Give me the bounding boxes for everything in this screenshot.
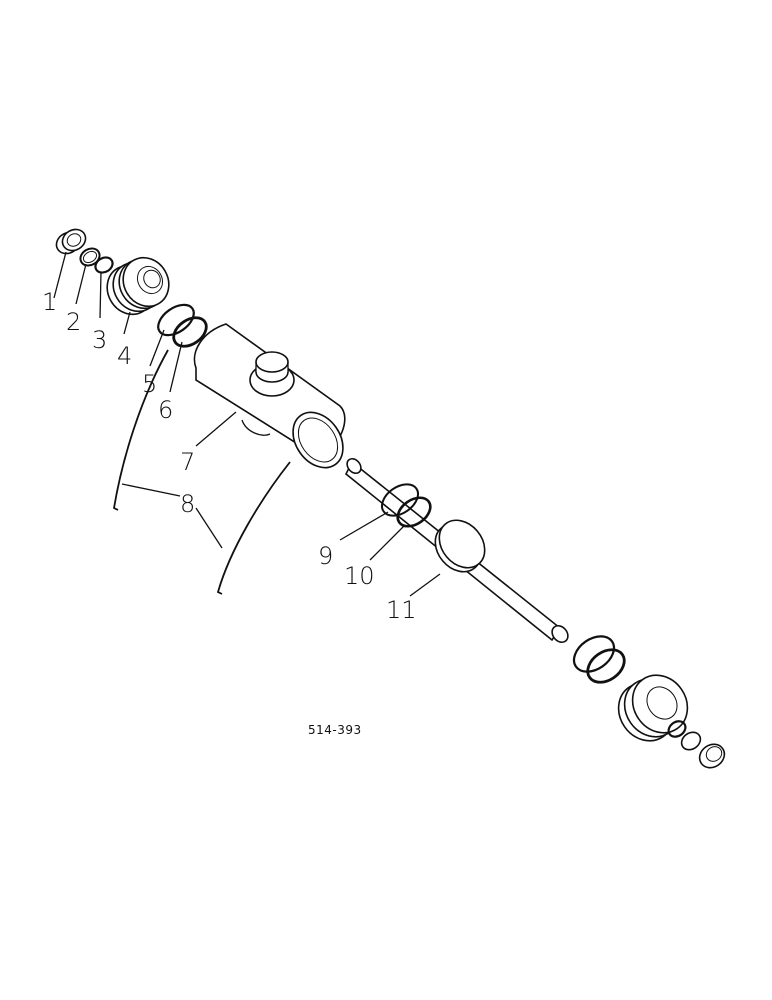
callout-8: 8 — [180, 490, 195, 518]
callout-10: 10 — [344, 562, 375, 590]
figure-code: 514-393 — [308, 723, 362, 737]
part-5-backup-ring — [157, 303, 195, 337]
part-4-gland — [106, 256, 170, 316]
callout-2: 2 — [66, 308, 81, 336]
part-9-backup-ring — [380, 483, 420, 517]
part-11-piston-rod — [344, 457, 569, 644]
callout-4: 4 — [117, 342, 132, 370]
part-8-retaining-wires — [113, 349, 291, 595]
callout-11: 11 — [386, 596, 417, 624]
callout-6: 6 — [158, 396, 173, 424]
callout-1: 1 — [42, 288, 57, 316]
part-6-o-ring — [172, 316, 208, 348]
callouts: 1 2 3 4 5 6 7 8 9 10 11 — [42, 288, 417, 624]
part-7-barrel — [193, 323, 346, 469]
callout-5: 5 — [142, 370, 157, 398]
part-1-nut — [55, 228, 87, 255]
lower-seal-set — [572, 635, 726, 769]
part-2-washer — [79, 247, 101, 267]
part-10-o-ring — [396, 496, 432, 528]
callout-3: 3 — [92, 326, 107, 354]
part-3-o-ring — [94, 256, 114, 274]
callout-7: 7 — [180, 448, 195, 476]
callout-9: 9 — [318, 542, 333, 570]
leader-lines — [53, 251, 441, 597]
